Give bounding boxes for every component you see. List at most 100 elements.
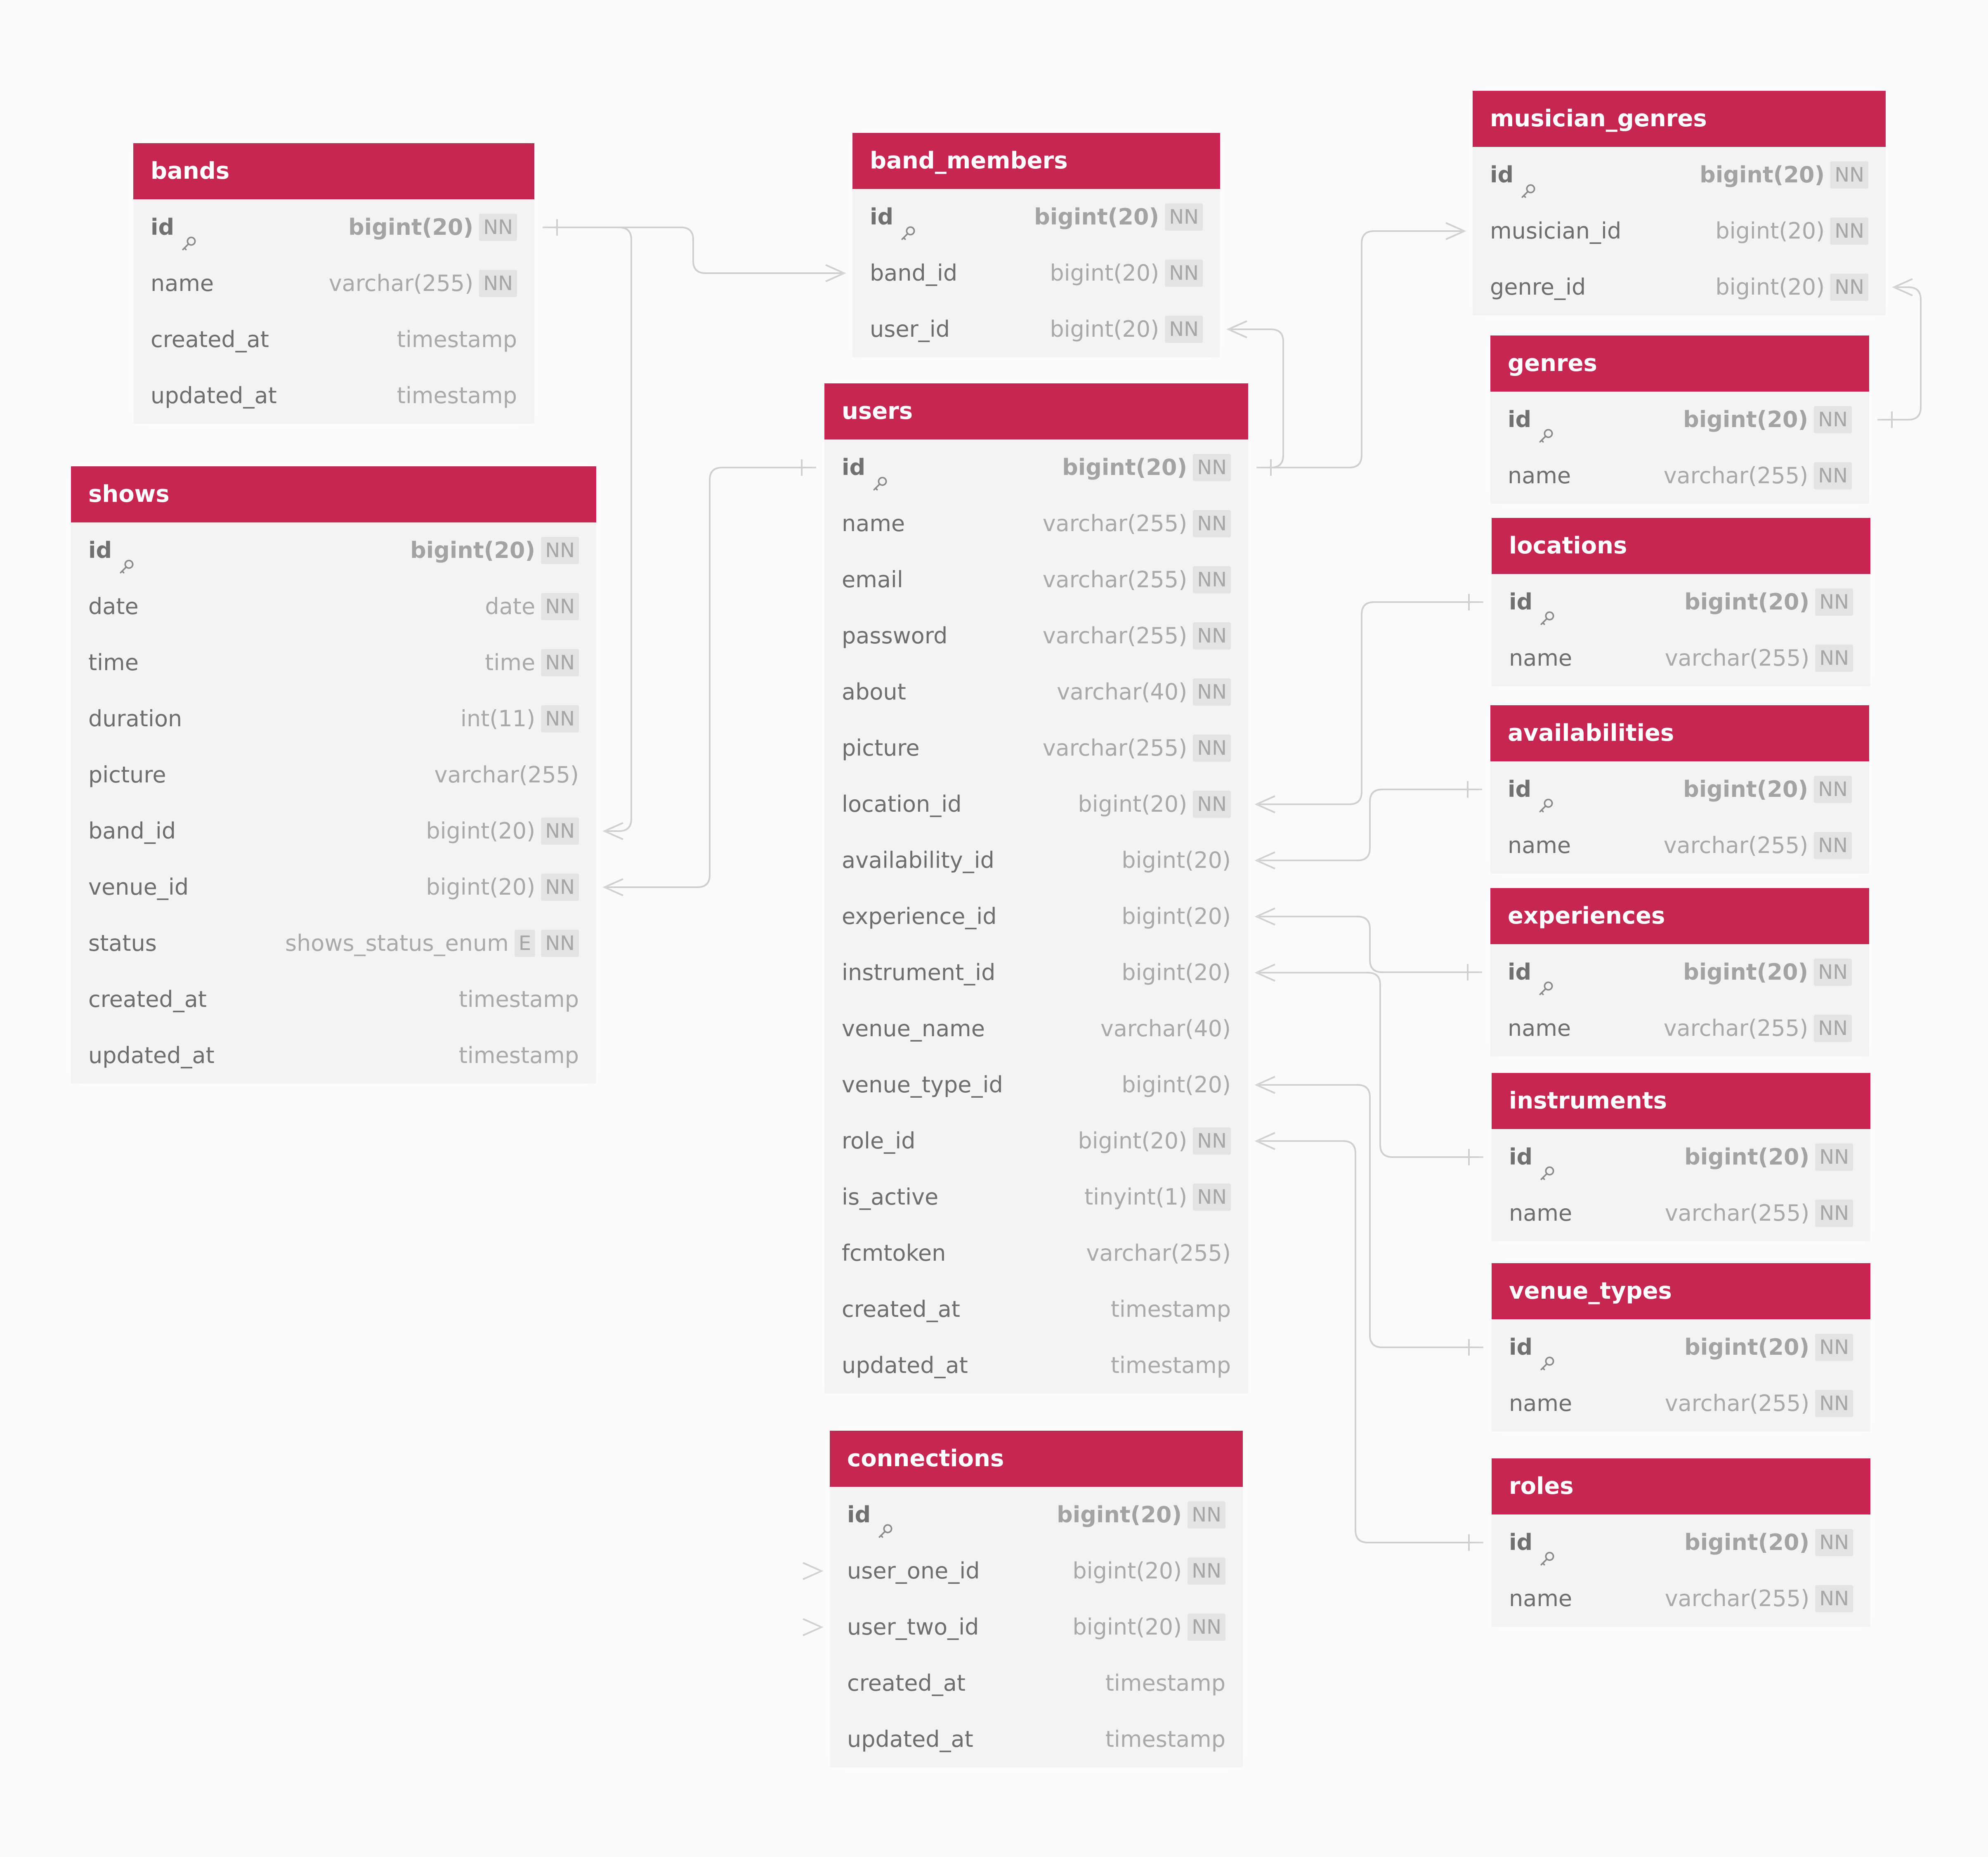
not-null-badge: NN	[1830, 274, 1868, 301]
table-header[interactable]: bands	[133, 143, 534, 199]
column-type: bigint(20)	[1078, 1128, 1188, 1154]
table-header[interactable]: instruments	[1492, 1073, 1870, 1129]
column-meta: timestamp	[1111, 1337, 1231, 1394]
table-header[interactable]: experiences	[1490, 888, 1869, 944]
table-header[interactable]: users	[824, 383, 1248, 439]
table-header[interactable]: shows	[71, 466, 596, 522]
column-type: int(11)	[460, 706, 536, 732]
column-type: bigint(20)	[1034, 204, 1159, 230]
table-header[interactable]: availabilities	[1490, 705, 1869, 761]
table-header[interactable]: musician_genres	[1473, 91, 1886, 147]
table-header[interactable]: locations	[1492, 518, 1870, 574]
column-name: genre_id	[1490, 259, 1586, 315]
column-name-text: name	[1509, 1585, 1572, 1611]
not-null-badge: NN	[1165, 316, 1203, 343]
primary-key-icon	[1538, 1147, 1556, 1180]
table-header[interactable]: connections	[830, 1431, 1243, 1487]
table-header[interactable]: band_members	[852, 133, 1220, 189]
relationship-line-genre-id	[1877, 286, 1922, 421]
column-name-text: is_active	[842, 1184, 939, 1210]
column-type: varchar(255)	[1663, 832, 1809, 858]
column-name: id	[1508, 944, 1555, 1000]
column-name-text: id	[1508, 776, 1532, 802]
table-header[interactable]: roles	[1492, 1458, 1870, 1514]
table-header[interactable]: venue_types	[1492, 1263, 1870, 1319]
table-header[interactable]: genres	[1490, 335, 1869, 392]
column-meta: bigint(20)NN	[1684, 1514, 1853, 1571]
column-name-text: updated_at	[88, 1042, 215, 1068]
column-meta: bigint(20)	[1121, 832, 1231, 888]
column-name-text: updated_at	[151, 383, 277, 409]
